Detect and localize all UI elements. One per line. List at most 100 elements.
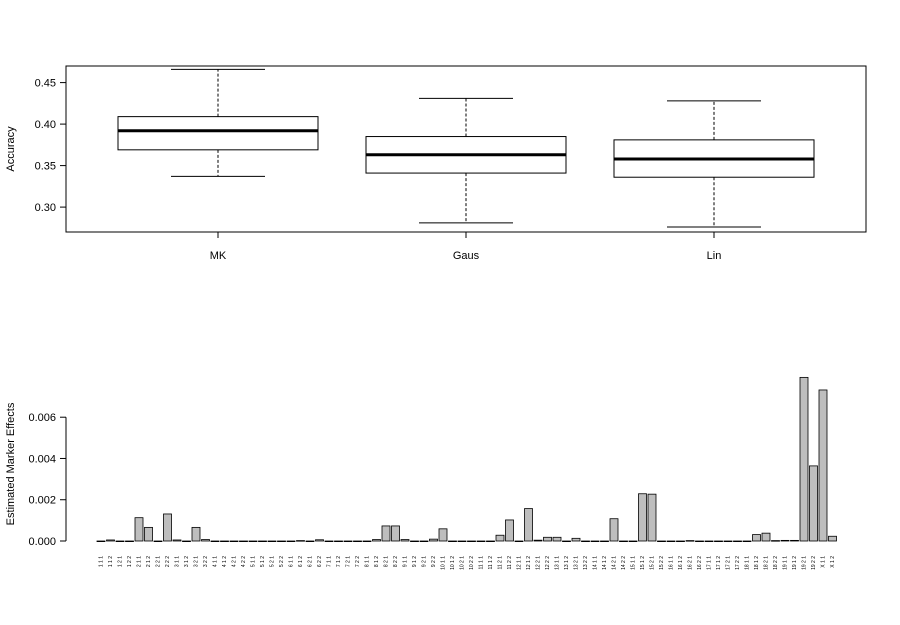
x-tick-label: 2 1 2 — [146, 556, 152, 567]
bar — [571, 537, 581, 542]
bar — [115, 540, 125, 543]
bar — [334, 540, 343, 543]
y-tick-label: 0.004 — [28, 453, 56, 465]
bar — [182, 540, 191, 543]
bar — [353, 540, 362, 543]
bar — [600, 540, 609, 543]
bar — [590, 540, 600, 543]
bar — [438, 528, 448, 542]
bar — [486, 540, 495, 543]
x-tick-label: 11 1 1 — [478, 556, 484, 570]
x-tick-label: 1 2 2 — [127, 556, 133, 567]
bar — [476, 540, 486, 543]
bar — [742, 540, 752, 543]
x-tick-label: 2 2 1 — [155, 556, 161, 567]
bar — [704, 540, 714, 543]
bar — [771, 540, 780, 542]
bar — [305, 540, 315, 543]
y-tick-label: 0.000 — [28, 536, 56, 548]
x-tick-label: 16 2 1 — [687, 556, 693, 570]
bar — [191, 526, 201, 542]
x-tick-label: 2 2 2 — [165, 556, 171, 567]
x-tick-label: 5 1 2 — [260, 556, 266, 567]
bar — [96, 540, 106, 543]
bar — [410, 540, 419, 543]
x-tick-label: 4 1 1 — [212, 556, 218, 567]
x-tick-label: 7 2 2 — [355, 556, 361, 567]
bar — [609, 518, 619, 542]
x-tick-label: 16 1 1 — [668, 556, 674, 570]
bar — [505, 519, 514, 542]
x-tick-label: 11 2 1 — [497, 556, 503, 570]
x-tick-label: 8 1 1 — [364, 556, 370, 567]
bar — [495, 534, 505, 542]
x-tick-label: 8 2 2 — [393, 556, 399, 567]
y-tick-label: 0.002 — [28, 495, 56, 507]
bar — [818, 389, 828, 542]
x-tick-label: 15 2 1 — [649, 556, 655, 570]
x-tick-label: 18 2 2 — [773, 556, 779, 570]
x-tick-label: 19 1 1 — [782, 556, 788, 570]
bar — [562, 540, 571, 543]
bar — [752, 534, 761, 542]
x-tick-label: 8 2 1 — [383, 556, 389, 567]
x-tick-label: 2 1 1 — [136, 556, 142, 567]
x-tick-label: 3 1 2 — [184, 556, 190, 567]
x-tick-label: 9 2 1 — [421, 556, 427, 567]
x-tick-label: 12 2 1 — [535, 556, 541, 570]
bar — [790, 539, 799, 542]
x-tick-label: 3 2 2 — [203, 556, 209, 567]
x-tick-label: X 1 1 — [820, 556, 826, 568]
bar — [467, 540, 476, 543]
bar — [799, 376, 809, 542]
bar — [714, 540, 723, 543]
x-tick-label: 10 1 1 — [440, 556, 446, 570]
bar — [239, 540, 248, 543]
bar — [666, 540, 676, 543]
x-tick-label: 5 2 1 — [269, 556, 275, 567]
bar — [296, 540, 305, 542]
bar — [552, 536, 562, 542]
x-tick-label: 12 1 1 — [516, 556, 522, 570]
bar — [210, 540, 220, 543]
x-tick-label: 13 2 2 — [583, 556, 589, 570]
bar — [153, 540, 163, 543]
bar — [514, 540, 524, 543]
bar — [809, 465, 818, 542]
bar — [125, 540, 134, 543]
bar — [286, 540, 296, 543]
x-tick-label: 7 2 1 — [345, 556, 351, 567]
x-tick-label: 18 1 1 — [744, 556, 750, 570]
bar — [144, 526, 153, 542]
box-iqr — [117, 116, 319, 151]
y-tick-label: 0.40 — [35, 119, 56, 131]
x-tick-label: 4 2 1 — [231, 556, 237, 567]
bar — [343, 540, 353, 543]
x-tick-label: Gaus — [453, 250, 480, 262]
x-tick-label: 15 1 1 — [630, 556, 636, 570]
bar — [457, 540, 467, 543]
x-tick-label: 12 2 2 — [545, 556, 551, 570]
bar — [543, 536, 552, 542]
bar — [733, 540, 742, 543]
bar — [134, 517, 144, 542]
bar — [372, 539, 381, 542]
y-tick-label: 0.30 — [35, 202, 56, 214]
bar — [780, 539, 790, 542]
bar — [429, 538, 438, 542]
bar — [638, 493, 647, 542]
x-tick-label: 14 1 2 — [602, 556, 608, 570]
bar — [315, 539, 324, 542]
x-tick-label: 19 2 1 — [801, 556, 807, 570]
x-tick-label: 17 2 2 — [735, 556, 741, 570]
x-tick-label: 17 2 1 — [725, 556, 731, 570]
x-tick-label: 4 1 2 — [222, 556, 228, 567]
x-tick-label: Lin — [707, 250, 722, 262]
bar — [258, 540, 267, 543]
x-tick-label: 6 1 2 — [298, 556, 304, 567]
y-axis-label: Accuracy — [5, 126, 17, 172]
x-tick-label: 3 1 1 — [174, 556, 180, 567]
x-tick-label: 5 2 2 — [279, 556, 285, 567]
